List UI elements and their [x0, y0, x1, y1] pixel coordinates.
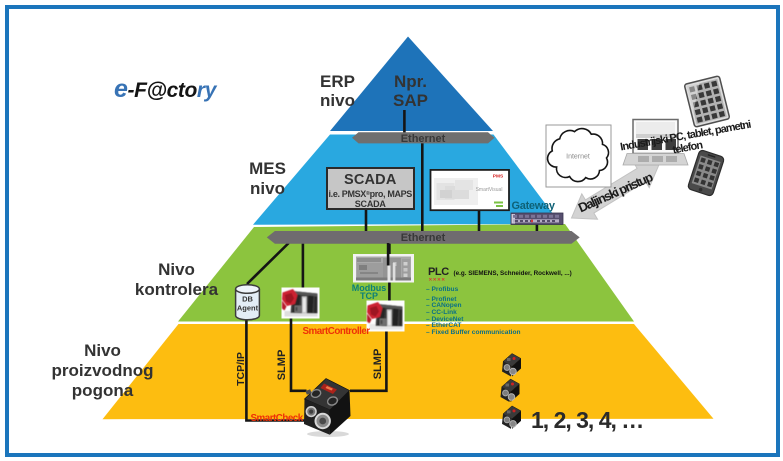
svg-text:DB: DB — [242, 295, 253, 304]
svg-text:Internet: Internet — [566, 154, 590, 161]
svg-text:SmartVisual: SmartVisual — [476, 187, 503, 193]
svg-text:PMS: PMS — [493, 174, 504, 180]
svg-text:Agent: Agent — [237, 304, 259, 313]
